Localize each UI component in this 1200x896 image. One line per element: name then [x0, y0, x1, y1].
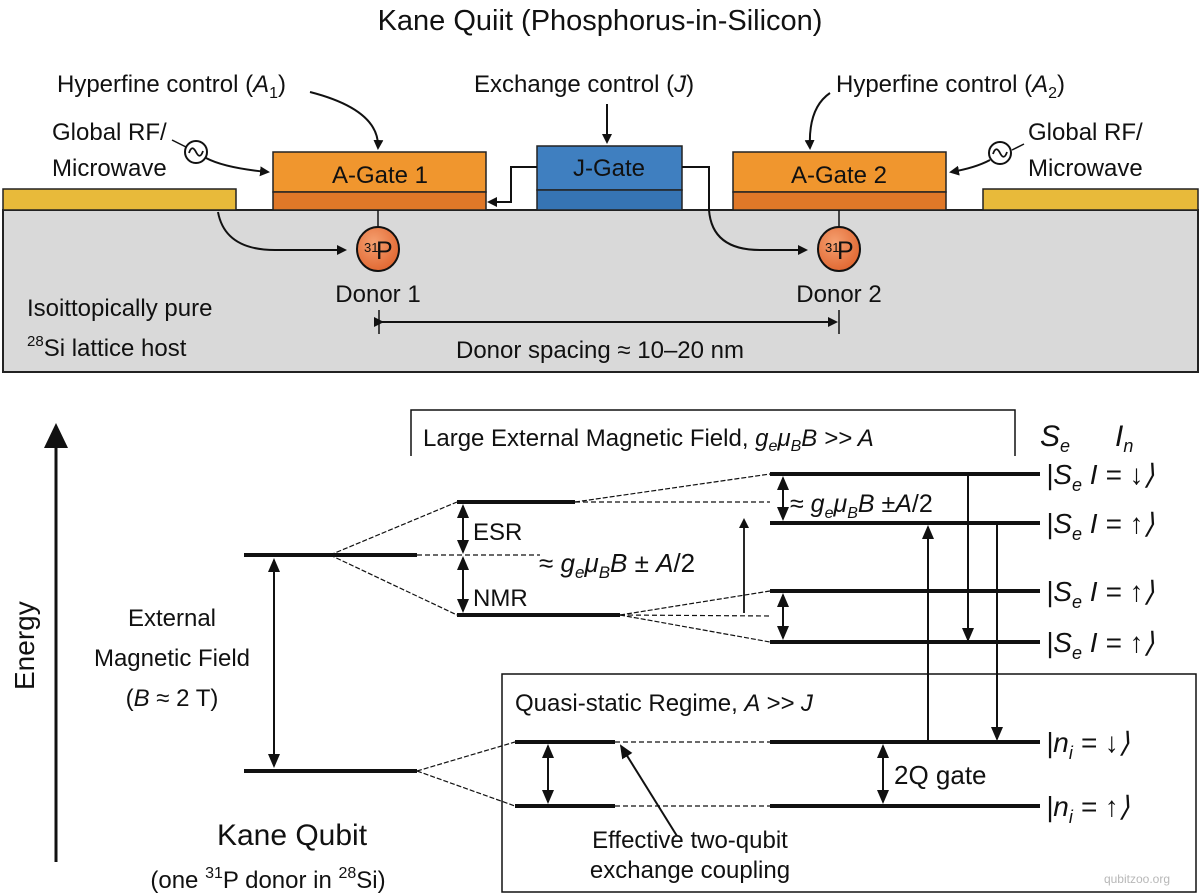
n-state-up: |ni = ↑⟩ [1046, 791, 1130, 827]
donor2-symbol: P [837, 237, 854, 265]
split-energy-label: ≈ geμBB ± A/2 [539, 548, 695, 582]
large-field-label: Large External Magnetic Field, geμBB >> … [423, 425, 874, 455]
lower-split-down [416, 770, 516, 807]
rf-right-arrow [949, 159, 991, 176]
lower-split-up [416, 741, 516, 772]
energy-axis-arrowhead-icon [44, 423, 68, 448]
quasi-static-label: Quasi-static Regime, A >> J [515, 690, 814, 717]
field-label-line1: External [128, 605, 216, 632]
fan-upper-top [574, 473, 771, 503]
silicon-substrate [2, 209, 1199, 373]
nmr-label: NMR [473, 585, 528, 612]
col-header-se: Se [1040, 420, 1070, 456]
host-line1: Isoittopically pure [27, 295, 212, 322]
j-gate: J-Gate [536, 145, 683, 211]
two-qubit-gate-label: 2Q gate [894, 760, 987, 790]
a2-control-arrow [804, 92, 831, 150]
state-labels: |Se I = ↓⟩ |Se I = ↑⟩ |Se I = ↑⟩ |Se I =… [1046, 459, 1154, 663]
j-gate-to-a1-connector [487, 166, 537, 207]
rf-left-lead [171, 139, 187, 148]
upper-pair-split-label: ≈ geμBB ±A/2 [790, 490, 933, 522]
a-gate-2-label: A-Gate 2 [791, 162, 887, 189]
watermark: qubitzoo.org [1104, 872, 1170, 886]
coupling-pointer-arrow [619, 744, 678, 837]
donor-spacing-label: Donor spacing ≈ 10–20 nm [456, 337, 744, 364]
rf-source-left-icon [184, 140, 208, 164]
coupling-label-line2: exchange coupling [590, 857, 790, 884]
kane-qubit-subtitle: (one 31P donor in 28Si) [150, 865, 385, 894]
donor-1-label: Donor 1 [335, 281, 420, 308]
host-line2: 28Si lattice host [27, 333, 187, 362]
kane-qubit-title: Kane Qubit [217, 819, 368, 852]
a-gate-2: A-Gate 2 [732, 151, 947, 211]
n-state-down: |ni = ↓⟩ [1046, 727, 1130, 763]
donor1-symbol: P [376, 237, 393, 265]
rf-right-lead [1011, 143, 1025, 151]
donor-2-p31-atom: 31 P [817, 226, 861, 272]
rf-source-right-icon [988, 141, 1012, 165]
donor-2-label: Donor 2 [796, 281, 881, 308]
state-label-1: |Se I = ↓⟩ [1046, 459, 1154, 495]
metal-contact-right [982, 188, 1199, 211]
rf-to-donor1-arrow [217, 211, 347, 255]
fan-lower-bottom [619, 614, 771, 643]
rf-right-line2: Microwave [1028, 155, 1143, 182]
j-to-donor2-arrow [708, 209, 808, 255]
hyperfine-control-a1-label: Hyperfine control (A1) [57, 71, 286, 102]
fan-lower-mid [619, 614, 771, 617]
col-header-in: In [1115, 420, 1133, 456]
split-line-up [329, 501, 458, 556]
coupling-label-line1: Effective two-qubit [592, 827, 788, 854]
metal-contact-left [2, 188, 237, 211]
field-label-line2: Magnetic Field [94, 645, 250, 672]
donor-1-p31-atom: 31 P [356, 226, 400, 272]
esr-label: ESR [473, 519, 522, 546]
fan-lower-top [619, 590, 771, 616]
device-title: Kane Quiit (Phosphorus-in-Silicon) [378, 5, 823, 37]
rf-left-arrow [205, 157, 270, 177]
exchange-control-label: Exchange control (J) [474, 71, 694, 98]
split-line-down [329, 554, 458, 616]
donor2-isotope: 31 [825, 240, 839, 255]
hyperfine-control-a2-label: Hyperfine control (A2) [836, 71, 1065, 102]
rf-right-line1: Global RF/ [1028, 119, 1143, 146]
state-label-4: |Se I = ↑⟩ [1046, 627, 1154, 663]
j-gate-label: J-Gate [573, 155, 645, 182]
state-label-3: |Se I = ↑⟩ [1046, 576, 1154, 612]
field-value: (B ≈ 2 T) [126, 685, 219, 712]
rf-left-line2: Microwave [52, 155, 167, 182]
large-field-box [410, 409, 1016, 456]
a-gate-1: A-Gate 1 [272, 151, 487, 211]
energy-axis-label: Energy [9, 601, 40, 690]
rf-left-line1: Global RF/ [52, 119, 167, 146]
state-label-2: |Se I = ↑⟩ [1046, 508, 1154, 544]
quasi-static-box [501, 673, 1197, 893]
a1-control-arrow [309, 91, 384, 150]
a-gate-1-label: A-Gate 1 [332, 162, 428, 189]
j-gate-right-connector [682, 166, 710, 210]
donor1-isotope: 31 [364, 240, 378, 255]
